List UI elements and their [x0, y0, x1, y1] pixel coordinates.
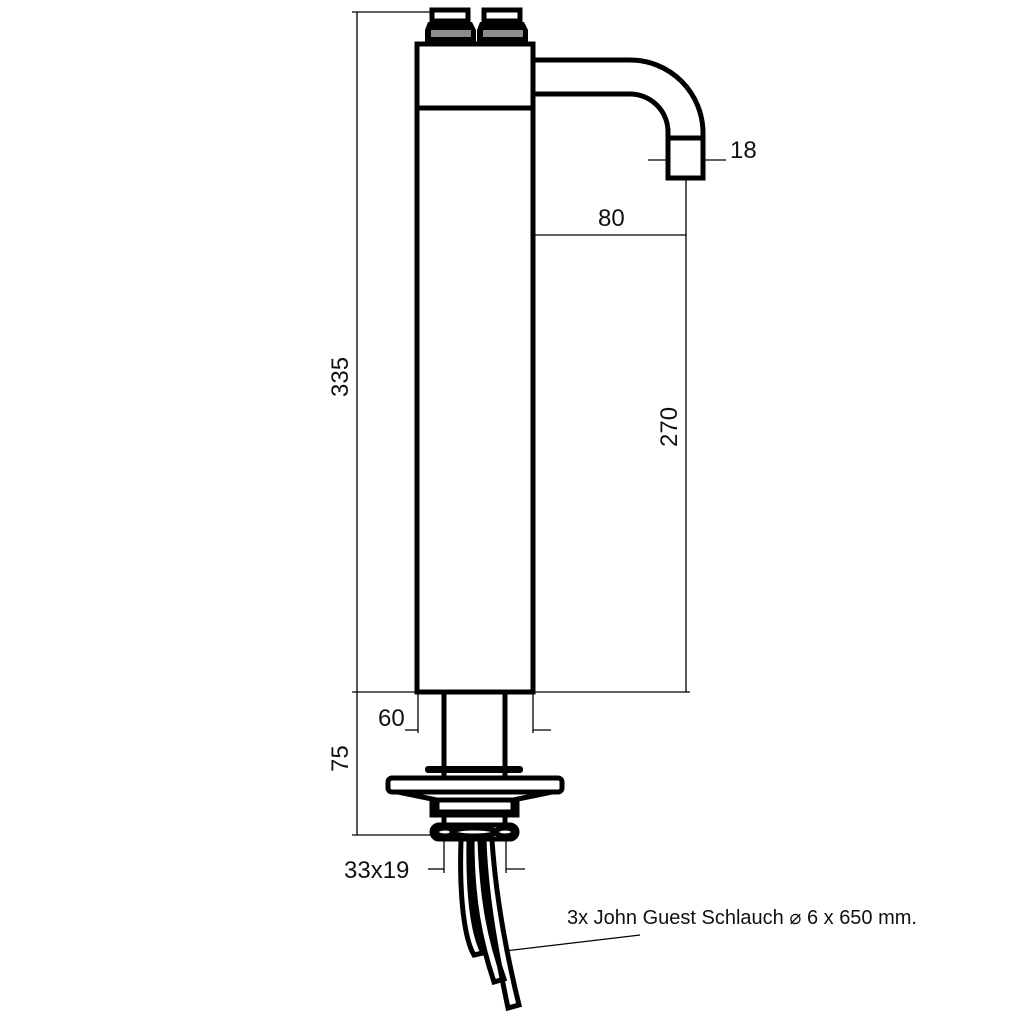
connector-right: [477, 7, 528, 44]
connector-left: [425, 7, 476, 44]
dimension-spout-diameter: 18: [648, 137, 757, 164]
dimension-total-height: 335: [327, 11, 690, 693]
dimension-shank-length: 75: [327, 692, 440, 836]
dim-label-335: 335: [327, 357, 354, 397]
hose-note: 3x John Guest Schlauch ⌀ 6 x 650 mm.: [567, 907, 917, 929]
hoses: [458, 839, 523, 1012]
dimension-spout-height: 270: [656, 178, 687, 692]
dim-label-18: 18: [730, 137, 757, 164]
dim-label-80: 80: [598, 205, 625, 232]
faucet-body: [414, 41, 536, 695]
spout: [533, 57, 706, 138]
dim-label-33x19: 33x19: [344, 857, 409, 884]
dimension-body-width: 60: [378, 692, 551, 733]
dimension-spout-reach: 80: [533, 205, 686, 236]
dimension-hole-size: 33x19: [344, 838, 525, 884]
dim-label-60: 60: [378, 705, 405, 732]
dim-label-75: 75: [327, 745, 354, 772]
note-leader-line: [504, 934, 641, 952]
spout-nozzle: [665, 135, 706, 181]
shank: [385, 692, 565, 842]
dim-label-270: 270: [656, 407, 683, 447]
